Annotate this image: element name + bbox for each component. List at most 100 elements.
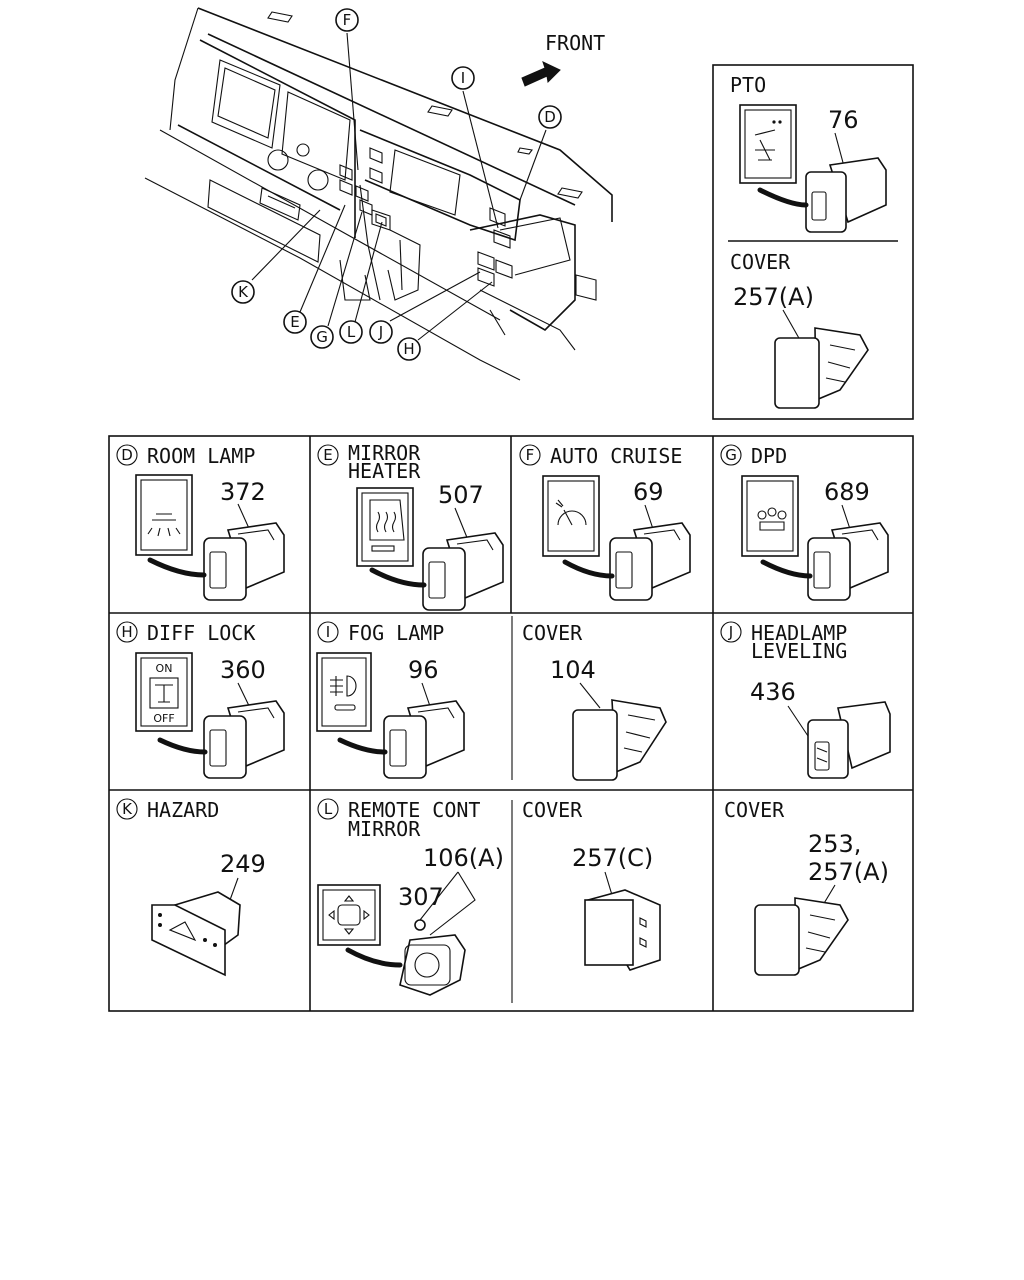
cell-dpd: G DPD 689 bbox=[720, 444, 889, 601]
pto-title: PTO bbox=[730, 73, 766, 97]
svg-text:J: J bbox=[378, 323, 383, 341]
mirror-heater-icon bbox=[369, 499, 405, 552]
cover-104-title: COVER bbox=[522, 621, 583, 645]
room-lamp-switch bbox=[203, 522, 285, 601]
diff-lock-on-text: ON bbox=[156, 662, 173, 675]
callout-l: L bbox=[339, 320, 363, 344]
dpd-icon bbox=[757, 507, 787, 531]
headlamp-leveling-switch bbox=[807, 701, 891, 779]
svg-text:G: G bbox=[725, 446, 737, 464]
cell-auto-cruise: F AUTO CRUISE 69 bbox=[519, 444, 691, 601]
headlamp-leveling-part-number: 436 bbox=[750, 678, 796, 706]
remote-mirror-switch bbox=[399, 919, 466, 996]
remote-mirror-part-a: 106(A) bbox=[423, 844, 504, 872]
cover-253-title: COVER bbox=[724, 798, 785, 822]
cell-hazard: K HAZARD 249 bbox=[116, 798, 266, 977]
callout-g: G bbox=[310, 325, 334, 349]
cell-diff-lock: H DIFF LOCK ON OFF 360 bbox=[116, 621, 285, 779]
fog-lamp-title: FOG LAMP bbox=[348, 621, 444, 645]
svg-text:G: G bbox=[316, 328, 328, 346]
svg-text:E: E bbox=[323, 446, 332, 464]
cell-fog-lamp: I FOG LAMP 96 bbox=[316, 621, 465, 779]
dpd-title: DPD bbox=[751, 444, 787, 468]
cover-257c-part-number: 257(C) bbox=[572, 844, 653, 872]
mirror-heater-title-line1: MIRROR bbox=[348, 441, 421, 465]
headlamp-leveling-title-line2: LEVELING bbox=[751, 639, 847, 663]
pto-icon bbox=[754, 120, 782, 161]
callout-k: K bbox=[231, 280, 255, 304]
cover-253-part-line2: 257(A) bbox=[808, 858, 889, 886]
svg-text:D: D bbox=[544, 108, 556, 126]
cover-253-part-line1: 253, bbox=[808, 830, 861, 858]
diff-lock-off-text: OFF bbox=[153, 712, 174, 725]
svg-text:L: L bbox=[347, 323, 356, 341]
remote-mirror-title-line1: REMOTE CONT bbox=[348, 798, 480, 822]
cell-headlamp-leveling: J HEADLAMP LEVELING 436 bbox=[720, 621, 891, 779]
hazard-part-number: 249 bbox=[220, 850, 266, 878]
svg-text:I: I bbox=[326, 623, 330, 641]
cell-room-lamp: D ROOM LAMP 372 bbox=[116, 444, 285, 601]
pto-cover-part-number: 257(A) bbox=[733, 283, 814, 311]
cover-104 bbox=[572, 699, 667, 781]
cover-104-part-number: 104 bbox=[550, 656, 596, 684]
fog-lamp-part-number: 96 bbox=[408, 656, 439, 684]
cell-remote-mirror: L REMOTE CONT MIRROR 106(A) 307 bbox=[317, 798, 504, 996]
svg-text:K: K bbox=[238, 283, 249, 301]
pto-part-number: 76 bbox=[828, 106, 859, 134]
cell-mirror-heater: E MIRROR HEATER 507 bbox=[317, 441, 504, 611]
pto-panel: PTO 76 COVER 257(A) bbox=[712, 64, 914, 420]
room-lamp-title: ROOM LAMP bbox=[147, 444, 255, 468]
headlamp-leveling-title-line1: HEADLAMP bbox=[751, 621, 847, 645]
cell-cover-257c: COVER 257(C) bbox=[522, 798, 661, 971]
pto-switch bbox=[805, 157, 887, 233]
svg-text:K: K bbox=[122, 800, 133, 818]
svg-text:H: H bbox=[403, 340, 414, 358]
hazard-switch bbox=[151, 891, 241, 977]
callout-h: H bbox=[397, 337, 421, 361]
diff-lock-icon bbox=[149, 677, 179, 709]
room-lamp-part-number: 372 bbox=[220, 478, 266, 506]
speedometer-icon bbox=[555, 499, 587, 526]
svg-text:L: L bbox=[324, 800, 333, 818]
svg-text:I: I bbox=[461, 69, 465, 87]
front-label: FRONT bbox=[545, 31, 605, 55]
hazard-title: HAZARD bbox=[147, 798, 219, 822]
callout-i: I bbox=[451, 66, 475, 90]
fog-lamp-switch bbox=[383, 700, 465, 779]
svg-text:H: H bbox=[121, 623, 132, 641]
callout-d: D bbox=[538, 105, 562, 129]
auto-cruise-part-number: 69 bbox=[633, 478, 664, 506]
cover-257c-title: COVER bbox=[522, 798, 583, 822]
svg-text:D: D bbox=[121, 446, 133, 464]
svg-text:J: J bbox=[728, 623, 733, 641]
cover-257c bbox=[584, 889, 661, 971]
parts-grid bbox=[108, 435, 914, 1012]
pto-cover-title: COVER bbox=[730, 250, 791, 274]
svg-text:F: F bbox=[343, 11, 352, 29]
cover-253 bbox=[754, 897, 849, 976]
remote-mirror-title-line2: MIRROR bbox=[348, 817, 421, 841]
front-arrow-icon bbox=[521, 61, 561, 87]
mirror-control-icon bbox=[328, 895, 370, 935]
cell-cover-104: COVER 104 bbox=[522, 621, 667, 781]
fog-lamp-icon bbox=[330, 675, 357, 711]
auto-cruise-title: AUTO CRUISE bbox=[550, 444, 682, 468]
mirror-heater-title-line2: HEATER bbox=[348, 459, 421, 483]
diff-lock-part-number: 360 bbox=[220, 656, 266, 684]
pto-cover bbox=[774, 327, 869, 409]
dashboard-overview: FRONT F I D K E G L J H bbox=[144, 7, 613, 381]
dpd-switch bbox=[807, 522, 889, 601]
room-lamp-icon bbox=[147, 513, 181, 537]
cell-cover-253: COVER 253, 257(A) bbox=[724, 798, 889, 976]
callout-e: E bbox=[283, 310, 307, 334]
callout-j: J bbox=[369, 320, 393, 344]
callout-f: F bbox=[335, 8, 359, 32]
mirror-heater-part-number: 507 bbox=[438, 481, 484, 509]
mirror-heater-switch bbox=[422, 532, 504, 611]
diff-lock-switch bbox=[203, 700, 285, 779]
svg-text:F: F bbox=[526, 446, 535, 464]
dpd-part-number: 689 bbox=[824, 478, 870, 506]
svg-text:E: E bbox=[290, 313, 299, 331]
diff-lock-title: DIFF LOCK bbox=[147, 621, 255, 645]
